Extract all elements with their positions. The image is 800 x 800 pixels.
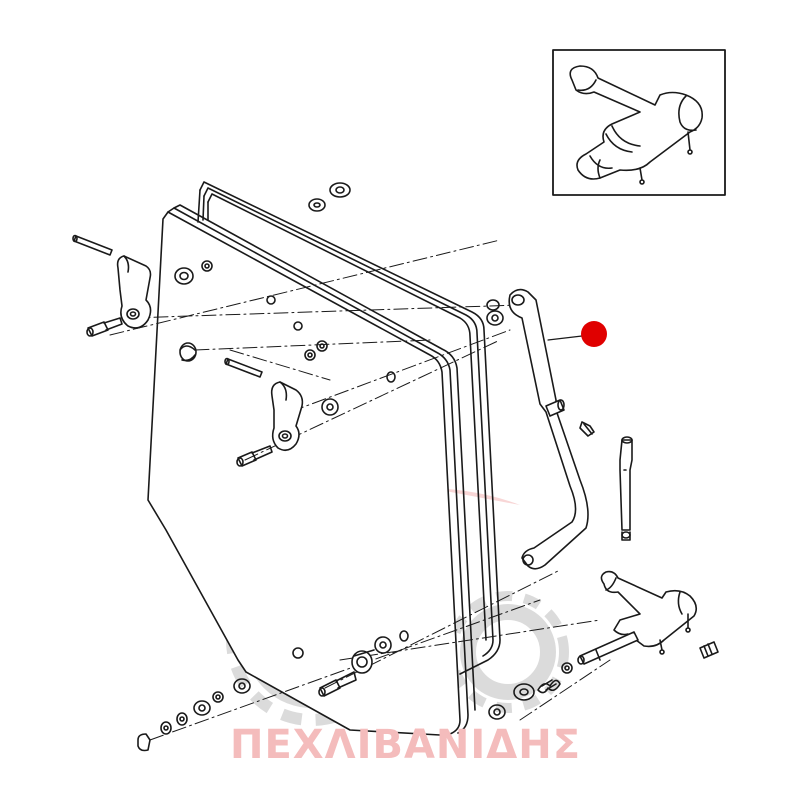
lower-lever-handle (600, 570, 698, 655)
gasket-washer-1 (486, 310, 504, 326)
center-nut (304, 349, 316, 361)
upper-hinge-bracket (116, 255, 152, 329)
bottom-nut-1 (176, 712, 188, 726)
bottom-hinge-bushing (351, 649, 375, 674)
bottom-washer-left-3 (193, 700, 211, 716)
bottom-right-washer-3 (488, 704, 506, 720)
upper-hinge-pin (72, 234, 113, 256)
middle-hinge-bolt (236, 445, 273, 467)
rubber-plug (179, 342, 197, 362)
lever-pin-shaft (577, 631, 639, 665)
washer-top-1 (329, 182, 351, 198)
middle-hinge-washer (321, 398, 339, 416)
washer-top-2 (308, 198, 326, 212)
inset-lever-handle (569, 65, 703, 185)
grease-nipple (579, 421, 595, 437)
door-panel-plate (147, 204, 476, 736)
gasket-washer-2 (486, 299, 500, 311)
bottom-washer-1 (374, 636, 392, 654)
callout-marker (581, 321, 607, 347)
set-screw (699, 641, 719, 659)
middle-hinge-pin (224, 357, 263, 378)
gas-strut (619, 436, 633, 541)
callout-leader-line (547, 335, 583, 341)
upper-hinge-washer (174, 267, 194, 285)
door-handle-rod (508, 288, 589, 570)
watermark-text: ΠΕΧΛΙΒΑΝΙΔΗΣ (230, 722, 582, 768)
bottom-right-washer-2 (561, 662, 573, 674)
upper-hinge-bolt (86, 317, 123, 337)
door-gasket-frame (197, 181, 501, 675)
bottom-bolt (318, 671, 357, 697)
plate-mounting-holes (266, 295, 409, 659)
bottom-cap-nut (137, 733, 151, 752)
center-washer (316, 340, 328, 352)
watermark-gear-small (447, 591, 569, 713)
middle-hinge-bracket (270, 381, 304, 452)
upper-hinge-nut (201, 260, 213, 272)
spring (537, 679, 561, 694)
bottom-washer-left-2 (212, 691, 224, 703)
bottom-nut-2 (160, 721, 172, 735)
bottom-right-washer-1 (513, 683, 535, 701)
inset-detail-box (552, 49, 726, 196)
rod-bushing (545, 399, 565, 417)
bottom-washer-left-1 (233, 678, 251, 694)
